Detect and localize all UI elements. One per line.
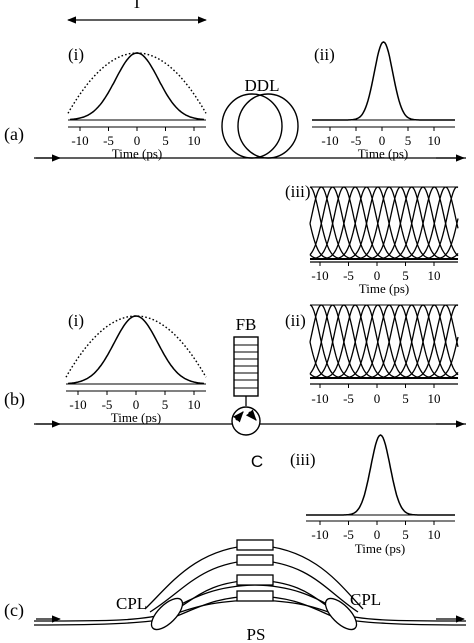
tick-label: 0 xyxy=(374,527,381,542)
tick-label: 10 xyxy=(188,397,201,412)
coupler-left xyxy=(150,597,184,631)
coupler-left-label: CPL xyxy=(116,594,147,613)
pulse-period-label: T xyxy=(132,0,143,12)
tick-label: -10 xyxy=(69,397,86,412)
panel-b-inset-ii: (ii) -10 -5 0 5 10 xyxy=(285,304,459,406)
panel-a-inset-i-label: (i) xyxy=(68,45,84,64)
panel-a-inset-ii-xlabel: Time (ps) xyxy=(358,146,408,161)
panel-b: (b) (i) -10 -5 0 5 10 Time (ps) FB xyxy=(4,304,466,556)
tick-label: -5 xyxy=(343,527,354,542)
ddl-coil-loop-1 xyxy=(221,93,283,159)
tick-label: 10 xyxy=(428,268,441,283)
phase-shifters: PS xyxy=(236,539,274,643)
pulse-train-mesh xyxy=(309,186,459,260)
phase-shifter-3 xyxy=(236,574,274,586)
tick-label: -5 xyxy=(343,268,354,283)
tick-label: -5 xyxy=(103,133,114,148)
tick-label: 10 xyxy=(428,391,441,406)
pulse-train-mesh xyxy=(309,304,459,379)
ddl-coil-loop-2 xyxy=(237,93,299,159)
tick-label: 5 xyxy=(402,391,409,406)
tick-label: -5 xyxy=(343,391,354,406)
panel-b-inset-i-label: (i) xyxy=(68,311,84,330)
tick-label: -10 xyxy=(321,133,338,148)
circulator-body xyxy=(231,406,261,436)
tick-label: -10 xyxy=(311,268,328,283)
panel-a-inset-ii-label: (ii) xyxy=(314,45,335,64)
panel-a-inset-ii: (ii) -10 -5 0 5 10 Time (ps) xyxy=(312,41,455,161)
panel-b-label: (b) xyxy=(4,389,25,410)
tick-label: 5 xyxy=(162,397,169,412)
panel-b-inset-iii-xlabel: Time (ps) xyxy=(355,541,405,556)
coupler-right-label: CPL xyxy=(350,590,381,609)
panel-c: (c) PS CPL CPL xyxy=(4,539,467,643)
tick-label: 10 xyxy=(188,133,201,148)
panel-a-inset-iii-label: (iii) xyxy=(285,182,311,201)
panel-a-inset-i: (i) -10 -5 0 5 10 Time (ps) xyxy=(67,45,207,161)
tick-label: 0 xyxy=(134,133,141,148)
compressed-pulse-curve xyxy=(306,434,455,516)
panel-a-inset-iii: (iii) -10 -5 0 5 10 Time (ps) xyxy=(285,182,459,296)
circulator-arrow-out xyxy=(245,409,257,421)
tick-label: 10 xyxy=(428,527,441,542)
tick-label: -10 xyxy=(71,133,88,148)
panel-b-inset-ii-label: (ii) xyxy=(285,311,306,330)
input-pulse-curve xyxy=(69,52,205,121)
tick-label: 0 xyxy=(374,268,381,283)
fiber-grating: FB xyxy=(233,315,259,406)
coupler-right xyxy=(324,597,358,631)
panel-a-inset-i-xlabel: Time (ps) xyxy=(112,146,162,161)
ddl-label: DDL xyxy=(245,76,280,95)
tick-label: -5 xyxy=(102,397,113,412)
tick-label: 0 xyxy=(133,397,140,412)
phase-shifter-1 xyxy=(236,539,274,551)
tick-label: 5 xyxy=(162,133,169,148)
phase-shifter-2 xyxy=(236,554,274,566)
envelope-dotted-curve xyxy=(67,52,207,114)
tick-label: -5 xyxy=(351,133,362,148)
panel-a-inset-iii-xlabel: Time (ps) xyxy=(359,281,409,296)
circulator-arrow-in xyxy=(232,411,244,423)
tick-label: 0 xyxy=(374,391,381,406)
couplers: CPL CPL xyxy=(116,590,381,631)
tick-label: 5 xyxy=(402,527,409,542)
panel-b-inset-iii: (iii) -10 -5 0 5 10 Time (ps) xyxy=(290,434,455,556)
panel-a-label: (a) xyxy=(4,124,24,145)
panel-c-label: (c) xyxy=(4,600,24,621)
panel-a: (a) T (i) -10 -5 0 5 10 Time (ps) DDL (ii) xyxy=(4,0,466,296)
tick-label: -10 xyxy=(311,527,328,542)
tick-label: 0 xyxy=(379,133,386,148)
input-pulse-curve xyxy=(67,315,205,385)
phase-shifter-4 xyxy=(236,590,274,602)
panel-b-inset-iii-label: (iii) xyxy=(290,450,316,469)
panel-b-inset-i-xlabel: Time (ps) xyxy=(111,410,161,425)
ddl-coil: DDL xyxy=(221,76,299,159)
circulator: C xyxy=(231,406,263,471)
envelope-dotted-curve xyxy=(65,315,207,378)
fiber-grating-label: FB xyxy=(236,315,257,334)
panel-b-inset-i: (i) -10 -5 0 5 10 Time (ps) xyxy=(65,311,207,425)
tick-label: -10 xyxy=(311,391,328,406)
phase-shifter-label: PS xyxy=(247,625,266,643)
circulator-label: C xyxy=(251,452,263,471)
tick-label: 10 xyxy=(428,133,441,148)
tick-label: 5 xyxy=(402,268,409,283)
tick-label: 5 xyxy=(405,133,412,148)
